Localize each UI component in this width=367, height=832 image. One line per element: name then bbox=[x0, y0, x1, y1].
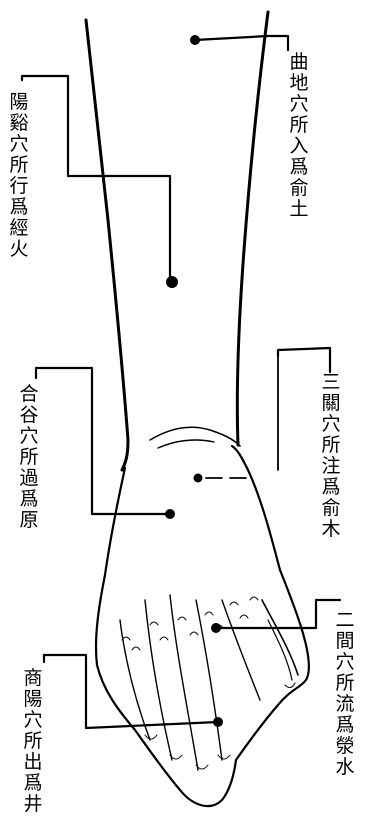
finger-3 bbox=[169, 594, 199, 771]
acupoint-dot-yangxi bbox=[166, 276, 178, 288]
leader-quchi bbox=[193, 34, 290, 52]
wrist-crease bbox=[149, 426, 241, 447]
arm-outline-right bbox=[235, 10, 270, 447]
arm-outline-left bbox=[84, 18, 130, 472]
label-yangxi: 陽谿穴所行爲經火 bbox=[9, 91, 29, 260]
acupoint-dot-quchi bbox=[190, 35, 200, 45]
finger-2 bbox=[144, 599, 173, 761]
label-quchi: 曲地穴所入爲俞土 bbox=[289, 51, 309, 220]
finger-1 bbox=[119, 619, 151, 741]
hand-outline bbox=[94, 444, 311, 808]
label-erjian: 二間穴所流爲滎水 bbox=[335, 609, 355, 778]
label-hegu: 合谷穴所過爲原 bbox=[19, 383, 39, 531]
finger-4 bbox=[195, 599, 223, 761]
acupoint-dot-hegu bbox=[165, 509, 175, 519]
leader-hegu bbox=[34, 366, 172, 516]
leader-sanjian bbox=[276, 346, 332, 374]
leader-yangxi bbox=[20, 74, 172, 284]
finger-5 bbox=[221, 599, 261, 701]
nail-marks bbox=[144, 682, 296, 770]
acupoint-dot-shangyang bbox=[213, 717, 223, 727]
thumb bbox=[261, 599, 299, 676]
acupoint-dot-sanjian bbox=[193, 473, 203, 483]
label-sanjian: 三關穴所注爲俞木 bbox=[321, 371, 341, 540]
acupoint-dot-erjian bbox=[211, 623, 221, 633]
wrist-crease-2 bbox=[157, 439, 215, 449]
leader-shangyang bbox=[42, 653, 220, 730]
thumb-inner bbox=[267, 619, 293, 681]
label-shangyang: 商陽穴所出爲井 bbox=[23, 667, 43, 815]
leader-erjian bbox=[214, 598, 342, 630]
